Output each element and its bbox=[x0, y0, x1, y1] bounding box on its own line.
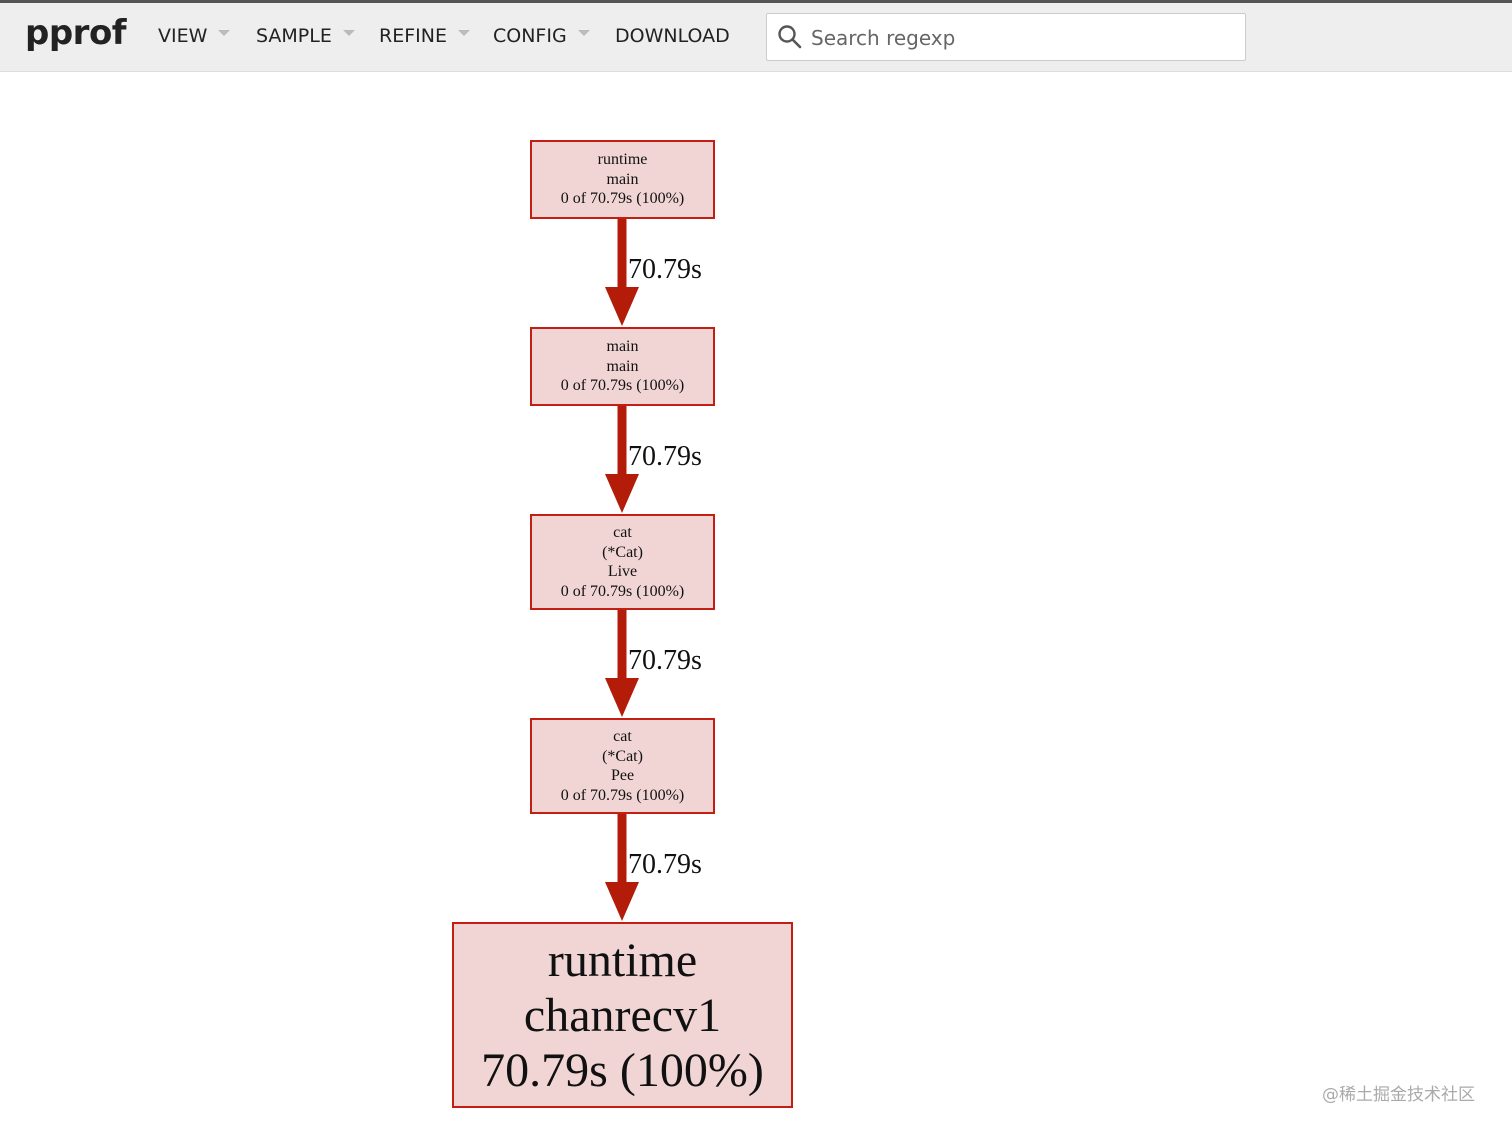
search-icon bbox=[778, 25, 802, 49]
node-line: 70.79s (100%) bbox=[481, 1043, 764, 1097]
node-line: 0 of 70.79s (100%) bbox=[560, 190, 685, 208]
node-line: Live bbox=[607, 563, 638, 580]
chevron-down-icon bbox=[577, 30, 590, 36]
node-cat-live[interactable]: cat (*Cat) Live 0 of 70.79s (100%) bbox=[530, 514, 715, 610]
node-line: 0 of 70.79s (100%) bbox=[560, 582, 685, 600]
node-line: (*Cat) bbox=[602, 747, 643, 765]
menu-view[interactable]: VIEW bbox=[158, 25, 231, 47]
edge-arrowhead bbox=[605, 678, 639, 717]
menu-download-label: DOWNLOAD bbox=[615, 25, 730, 47]
edge-cat-pee-to-runtime-chanrecv1[interactable] bbox=[605, 813, 639, 921]
node-main-main[interactable]: main main 0 of 70.79s (100%) bbox=[530, 327, 715, 406]
node-line: (*Cat) bbox=[602, 543, 643, 561]
chevron-down-icon bbox=[457, 30, 470, 36]
node-line: cat bbox=[613, 524, 632, 541]
menu-sample-label: SAMPLE bbox=[256, 25, 332, 47]
edge-arrowhead bbox=[605, 474, 639, 513]
menu-refine-label: REFINE bbox=[379, 25, 447, 47]
node-line: 0 of 70.79s (100%) bbox=[560, 786, 685, 804]
chevron-down-icon bbox=[342, 30, 355, 36]
app-logo[interactable]: pprof bbox=[25, 13, 127, 53]
edge-label: 70.79s bbox=[628, 254, 702, 285]
node-line: runtime bbox=[547, 933, 698, 987]
top-border bbox=[0, 0, 1512, 3]
node-line: Pee bbox=[610, 767, 635, 784]
node-line: chanrecv1 bbox=[523, 988, 722, 1042]
node-line: main bbox=[606, 338, 639, 356]
menu-config-label: CONFIG bbox=[493, 25, 567, 47]
node-cat-pee[interactable]: cat (*Cat) Pee 0 of 70.79s (100%) bbox=[530, 718, 715, 814]
watermark: @稀土掘金技术社区 bbox=[1322, 1085, 1475, 1105]
edge-cat-live-to-cat-pee[interactable] bbox=[605, 609, 639, 717]
menu-config[interactable]: CONFIG bbox=[493, 25, 590, 47]
node-line: main bbox=[606, 357, 639, 375]
edge-line bbox=[617, 405, 627, 477]
edge-runtime-main-to-main-main[interactable] bbox=[605, 219, 639, 326]
edge-line bbox=[617, 219, 627, 290]
menu-view-label: VIEW bbox=[158, 25, 208, 47]
node-line: cat bbox=[613, 728, 632, 745]
edge-line bbox=[617, 609, 627, 681]
node-runtime-chanrecv1[interactable]: runtime chanrecv1 70.79s (100%) bbox=[452, 922, 793, 1108]
edge-label: 70.79s bbox=[628, 645, 702, 676]
edge-label: 70.79s bbox=[628, 441, 702, 472]
menu-download[interactable]: DOWNLOAD bbox=[615, 25, 730, 47]
search-input[interactable] bbox=[809, 19, 1233, 57]
toolbar: pprof VIEW SAMPLE REFINE CONFIG DOWNLOAD bbox=[0, 3, 1512, 72]
edge-main-main-to-cat-live[interactable] bbox=[605, 405, 639, 513]
edge-label: 70.79s bbox=[628, 849, 702, 880]
edge-arrowhead bbox=[605, 882, 639, 921]
node-runtime-main[interactable]: runtime main 0 of 70.79s (100%) bbox=[530, 140, 715, 219]
edge-arrowhead bbox=[605, 287, 639, 326]
node-line: runtime bbox=[597, 151, 648, 169]
chevron-down-icon bbox=[218, 30, 231, 36]
menu-refine[interactable]: REFINE bbox=[379, 25, 470, 47]
node-line: main bbox=[606, 170, 639, 188]
edge-line bbox=[617, 813, 627, 885]
node-line: 0 of 70.79s (100%) bbox=[560, 377, 685, 395]
search-box bbox=[766, 13, 1246, 61]
menu-sample[interactable]: SAMPLE bbox=[256, 25, 355, 47]
